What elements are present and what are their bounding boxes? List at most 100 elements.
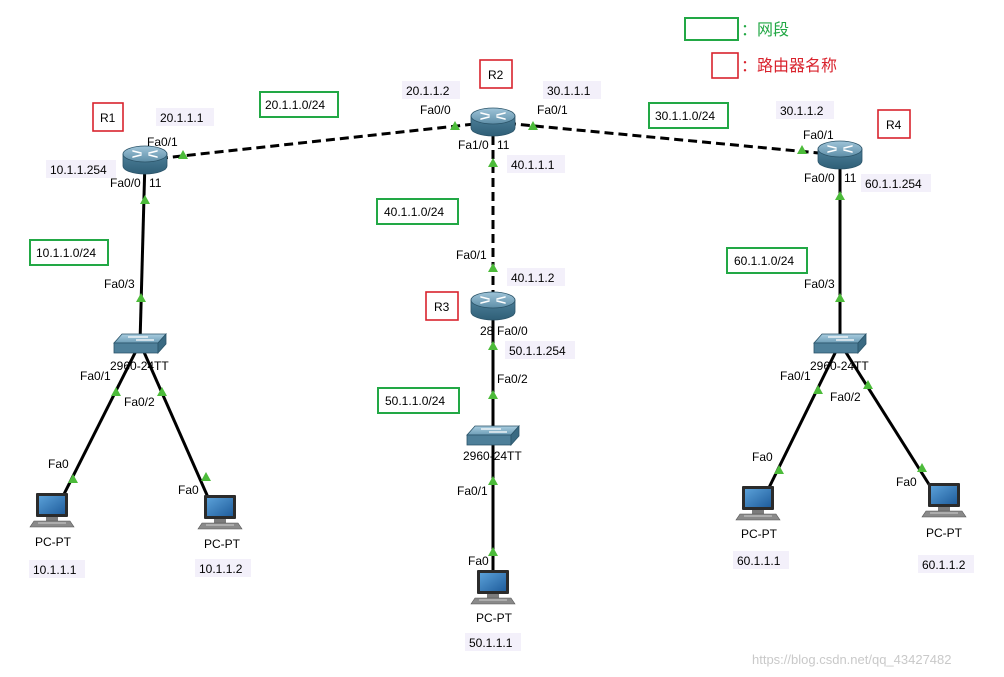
link-sw1-pc1[interactable] [50, 342, 142, 519]
link-r1-sw1[interactable] [138, 159, 147, 344]
port-indicator-sw3-fa03 [835, 293, 845, 302]
pc-3-icon[interactable] [470, 569, 516, 605]
port-label-sw2-fa02: Fa0/2 [497, 372, 528, 386]
pc-4-model: PC-PT [741, 527, 778, 541]
ip-pc2: 10.1.1.2 [199, 562, 243, 576]
ip-r4-fa00: 60.1.1.254 [865, 177, 922, 191]
switch-sw2-icon[interactable] [466, 425, 520, 446]
ip-r2-fa00: 20.1.1.2 [406, 84, 450, 98]
legend: ：网段 ：路由器名称 [684, 17, 837, 79]
router-model-r2: 11 [497, 138, 510, 152]
links [50, 120, 944, 594]
link-sw1-pc2[interactable] [138, 342, 220, 521]
port-label-sw1-fa03: Fa0/3 [104, 277, 135, 291]
router-name-r3: R3 [434, 300, 450, 314]
port-indicator-r1-fa01 [178, 150, 188, 159]
port-label-r1-fa01: Fa0/1 [147, 135, 178, 149]
port-label-r2-fa01: Fa0/1 [537, 103, 568, 117]
segment-label-30: 30.1.1.0/24 [655, 109, 715, 123]
pc-2-icon[interactable] [197, 494, 243, 530]
port-label-pc3-fa0: Fa0 [468, 554, 489, 568]
pc-5-icon[interactable] [921, 482, 967, 518]
ip-r2-fa10: 40.1.1.1 [511, 158, 555, 172]
router-name-box-r4 [877, 109, 911, 139]
port-indicator-sw2-fa01 [488, 476, 498, 485]
port-indicator-pc2-fa0 [201, 472, 211, 481]
segment-label-60: 60.1.1.0/24 [734, 254, 794, 268]
switch-sw2-model: 2960-24TT [463, 449, 522, 463]
ip-r2-fa01: 30.1.1.1 [547, 84, 591, 98]
ip-pc5: 60.1.1.2 [922, 558, 966, 572]
switch-sw1-icon[interactable] [113, 333, 167, 354]
router-r1-icon[interactable] [122, 145, 168, 175]
port-label-pc1-fa0: Fa0 [48, 457, 69, 471]
port-indicator-r4-fa00 [835, 191, 845, 200]
segment-boxes: 20.1.1.0/24 30.1.1.0/24 10.1.1.0/24 40.1… [29, 91, 808, 414]
port-indicator-pc3-fa0 [488, 547, 498, 556]
router-model-r4: 11 [844, 171, 857, 185]
port-label-pc2-fa0: Fa0 [178, 483, 199, 497]
port-label-r2-fa00: Fa0/0 [420, 103, 451, 117]
switch-sw3-model: 2960-24TT [810, 359, 869, 373]
link-sw3-pc5[interactable] [838, 342, 944, 506]
port-indicator-r2-fa10 [488, 158, 498, 167]
pc-5-model: PC-PT [926, 526, 963, 540]
watermark: https://blog.csdn.net/qq_43427482 [752, 652, 952, 667]
switch-sw3-icon[interactable] [813, 333, 867, 354]
segment-box-60 [726, 247, 808, 274]
pc-2-model: PC-PT [204, 537, 241, 551]
port-indicator-r1-fa00 [140, 195, 150, 204]
ip-pc1: 10.1.1.1 [33, 563, 77, 577]
port-indicator-sw1-fa01 [111, 387, 121, 396]
ip-labels: 20.1.1.1 10.1.1.254 20.1.1.2 30.1.1.1 40… [29, 81, 974, 651]
port-indicator-r3-fa01 [488, 263, 498, 272]
link-sw3-pc4[interactable] [756, 342, 842, 511]
port-indicator-r4-fa01 [797, 145, 807, 154]
pc-1-model: PC-PT [35, 535, 72, 549]
segment-box-40 [376, 198, 459, 225]
pc-1-icon[interactable] [29, 492, 75, 528]
segment-box-30 [648, 102, 729, 129]
port-label-r3-fa01: Fa0/1 [456, 248, 487, 262]
link-r1-r2[interactable] [144, 120, 494, 162]
segment-box-50 [377, 387, 460, 414]
port-label-r4-fa01: Fa0/1 [803, 128, 834, 142]
port-indicator-sw2-fa02 [488, 390, 498, 399]
ip-r4-fa01: 30.1.1.2 [780, 104, 824, 118]
segment-box-20 [259, 91, 339, 118]
port-indicator-r3-fa00 [488, 341, 498, 350]
port-indicator-pc1-fa0 [68, 474, 78, 483]
port-label-sw1-fa02: Fa0/2 [124, 395, 155, 409]
pc-4-icon[interactable] [735, 485, 781, 521]
router-r3-icon[interactable] [470, 291, 516, 321]
segment-label-50: 50.1.1.0/24 [385, 394, 445, 408]
port-label-sw3-fa03: Fa0/3 [804, 277, 835, 291]
port-label-sw3-fa02: Fa0/2 [830, 390, 861, 404]
router-name-r1: R1 [100, 111, 116, 125]
legend-router-swatch [711, 52, 739, 79]
ip-r3-fa00: 50.1.1.254 [509, 344, 566, 358]
legend-segment-swatch [684, 17, 739, 41]
router-r2-icon[interactable] [470, 107, 516, 137]
router-name-r2: R2 [488, 68, 504, 82]
segment-label-40: 40.1.1.0/24 [384, 205, 444, 219]
port-label-r2-fa10: Fa1/0 [458, 138, 489, 152]
router-name-boxes: R1 R2 R3 R4 [92, 59, 911, 321]
legend-segment-text: ：网段 [741, 20, 789, 39]
router-name-box-r2 [479, 59, 513, 89]
port-label-r4-fa00: Fa0/0 [804, 171, 835, 185]
port-labels: Fa0/1 Fa0/0 Fa0/0 Fa0/1 Fa1/0 Fa0/1 Fa0/… [48, 103, 917, 568]
segment-label-20: 20.1.1.0/24 [265, 98, 325, 112]
router-r4-icon[interactable] [817, 140, 863, 170]
port-label-r3-fa00: Fa0/0 [497, 324, 528, 338]
ip-r3-fa01: 40.1.1.2 [511, 271, 555, 285]
port-label-pc5-fa0: Fa0 [896, 475, 917, 489]
link-r2-r4[interactable] [492, 120, 841, 157]
router-name-box-r3 [425, 291, 459, 321]
port-label-sw2-fa01: Fa0/1 [457, 484, 488, 498]
port-indicator-pc4-fa0 [774, 465, 784, 474]
ip-r1-fa00: 10.1.1.254 [50, 163, 107, 177]
port-label-pc4-fa0: Fa0 [752, 450, 773, 464]
